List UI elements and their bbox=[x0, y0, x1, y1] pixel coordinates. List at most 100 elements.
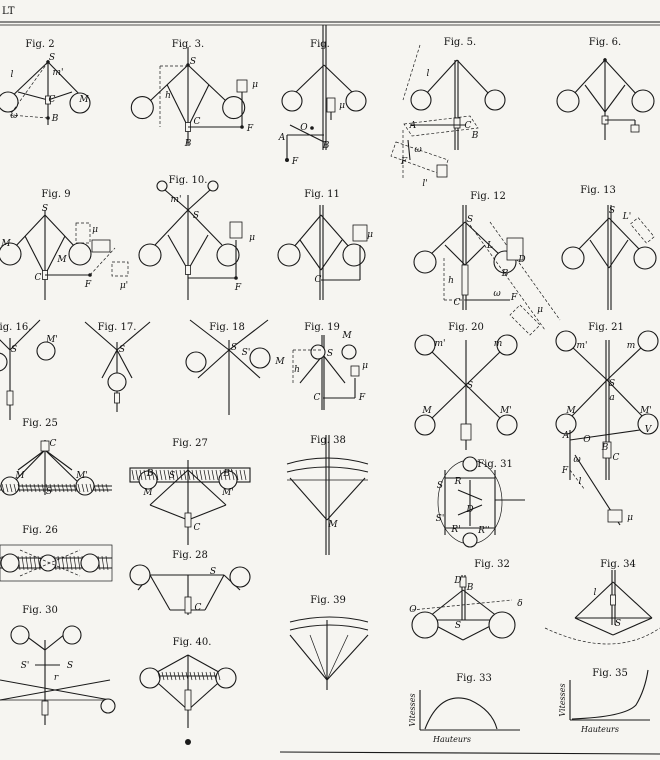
linkage-line bbox=[189, 319, 230, 351]
governor-ball bbox=[107, 372, 127, 392]
point-label: B bbox=[146, 469, 154, 479]
curve-path bbox=[289, 616, 369, 623]
linkage-line bbox=[69, 483, 73, 493]
sleeve bbox=[184, 512, 192, 528]
fig-16: Fig. 16.SM' bbox=[0, 319, 58, 420]
governor-ball bbox=[207, 180, 219, 192]
linkage-line bbox=[85, 483, 89, 493]
linkage-line bbox=[322, 354, 346, 384]
curve-path bbox=[571, 669, 649, 720]
point-label: C bbox=[613, 453, 620, 463]
governor-ball bbox=[185, 351, 207, 373]
point-label: S bbox=[609, 379, 615, 389]
linkage-line bbox=[24, 235, 46, 276]
y-axis-label: Vitesses bbox=[408, 693, 417, 726]
linkage-line bbox=[9, 483, 13, 493]
linkage-line bbox=[89, 483, 93, 493]
point-label: m' bbox=[52, 68, 63, 78]
x-axis-label: Hauteurs bbox=[580, 725, 619, 734]
weight-box bbox=[229, 221, 243, 239]
point-label: M' bbox=[75, 471, 88, 481]
linkage-line bbox=[81, 483, 85, 493]
governor-ball bbox=[411, 611, 439, 639]
governor-ball bbox=[0, 476, 20, 496]
governor-ball bbox=[229, 566, 251, 588]
governor-ball bbox=[410, 89, 432, 111]
curve-path bbox=[424, 697, 498, 730]
point-label: B bbox=[501, 269, 509, 279]
point-label: l bbox=[427, 69, 430, 79]
linkage-line bbox=[17, 449, 46, 471]
sleeve bbox=[185, 265, 191, 275]
linkage-line bbox=[326, 634, 369, 681]
point-label: l bbox=[579, 477, 582, 487]
bottom-border bbox=[279, 751, 660, 755]
linkage-line bbox=[612, 581, 653, 619]
governor-ball bbox=[496, 414, 518, 436]
linkage-line bbox=[205, 671, 209, 681]
linkage-line bbox=[187, 469, 191, 481]
linkage-line bbox=[187, 84, 210, 128]
point-label: D bbox=[453, 576, 461, 586]
linkage-line bbox=[173, 671, 177, 681]
figure-title: Fig. 28 bbox=[172, 550, 208, 561]
linkage-line bbox=[131, 469, 135, 481]
governor-ball bbox=[484, 89, 506, 111]
figure-title: Fig. 38 bbox=[310, 435, 346, 446]
governor-ball bbox=[637, 330, 659, 352]
linkage-line bbox=[489, 221, 561, 321]
pivot-point bbox=[603, 58, 607, 62]
figure-title: Fig. 33 bbox=[456, 673, 492, 684]
y-axis-label: Vitesses bbox=[558, 683, 567, 716]
point-label: μ bbox=[627, 513, 633, 523]
point-label: r bbox=[54, 673, 59, 683]
linkage-line bbox=[61, 555, 65, 571]
point-label: μ bbox=[252, 80, 258, 90]
figure-title: Fig. 10. bbox=[169, 175, 208, 186]
governor-ball bbox=[36, 341, 56, 361]
linkage-line bbox=[215, 469, 219, 481]
linkage-line bbox=[235, 469, 239, 481]
linkage-line bbox=[9, 319, 41, 351]
linkage-line bbox=[203, 469, 207, 481]
point-label: M' bbox=[221, 488, 234, 498]
governor-ball bbox=[462, 456, 478, 472]
linkage-line bbox=[159, 469, 163, 481]
figure-title: Fig. 39 bbox=[310, 595, 346, 606]
point-label: S bbox=[210, 567, 216, 577]
linkage-line bbox=[101, 349, 118, 379]
linkage-line bbox=[21, 555, 25, 571]
point-label: B bbox=[471, 131, 479, 141]
linkage-line bbox=[289, 634, 328, 681]
point-label: M bbox=[565, 406, 576, 416]
point-label: B bbox=[466, 583, 474, 593]
governor-ball bbox=[100, 698, 116, 714]
linkage-line bbox=[407, 139, 411, 161]
governor-ball bbox=[277, 243, 301, 267]
point-label: C bbox=[315, 275, 322, 285]
linkage-line bbox=[201, 671, 205, 681]
weight-box bbox=[75, 222, 91, 244]
point-label: S bbox=[46, 487, 52, 497]
point-label: R'' bbox=[477, 526, 490, 536]
point-label: h bbox=[448, 276, 454, 286]
linkage-line bbox=[1, 483, 5, 493]
point-label: μ bbox=[537, 305, 543, 315]
linkage-line bbox=[195, 469, 199, 481]
point-label: L' bbox=[622, 212, 631, 222]
point-label: δ bbox=[517, 599, 522, 609]
linkage-line bbox=[187, 469, 227, 506]
linkage-line bbox=[604, 84, 626, 113]
figure-title: Fig. 20 bbox=[448, 322, 484, 333]
governor-ball bbox=[69, 92, 91, 114]
governor-ball bbox=[215, 667, 237, 689]
figure-title: Fig. 19 bbox=[304, 322, 340, 333]
linkage-line bbox=[465, 349, 503, 386]
curve-path bbox=[286, 457, 369, 465]
linkage-line bbox=[65, 555, 69, 571]
linkage-line bbox=[149, 469, 189, 506]
governor-ball bbox=[637, 413, 659, 435]
point-label: m bbox=[627, 341, 636, 351]
